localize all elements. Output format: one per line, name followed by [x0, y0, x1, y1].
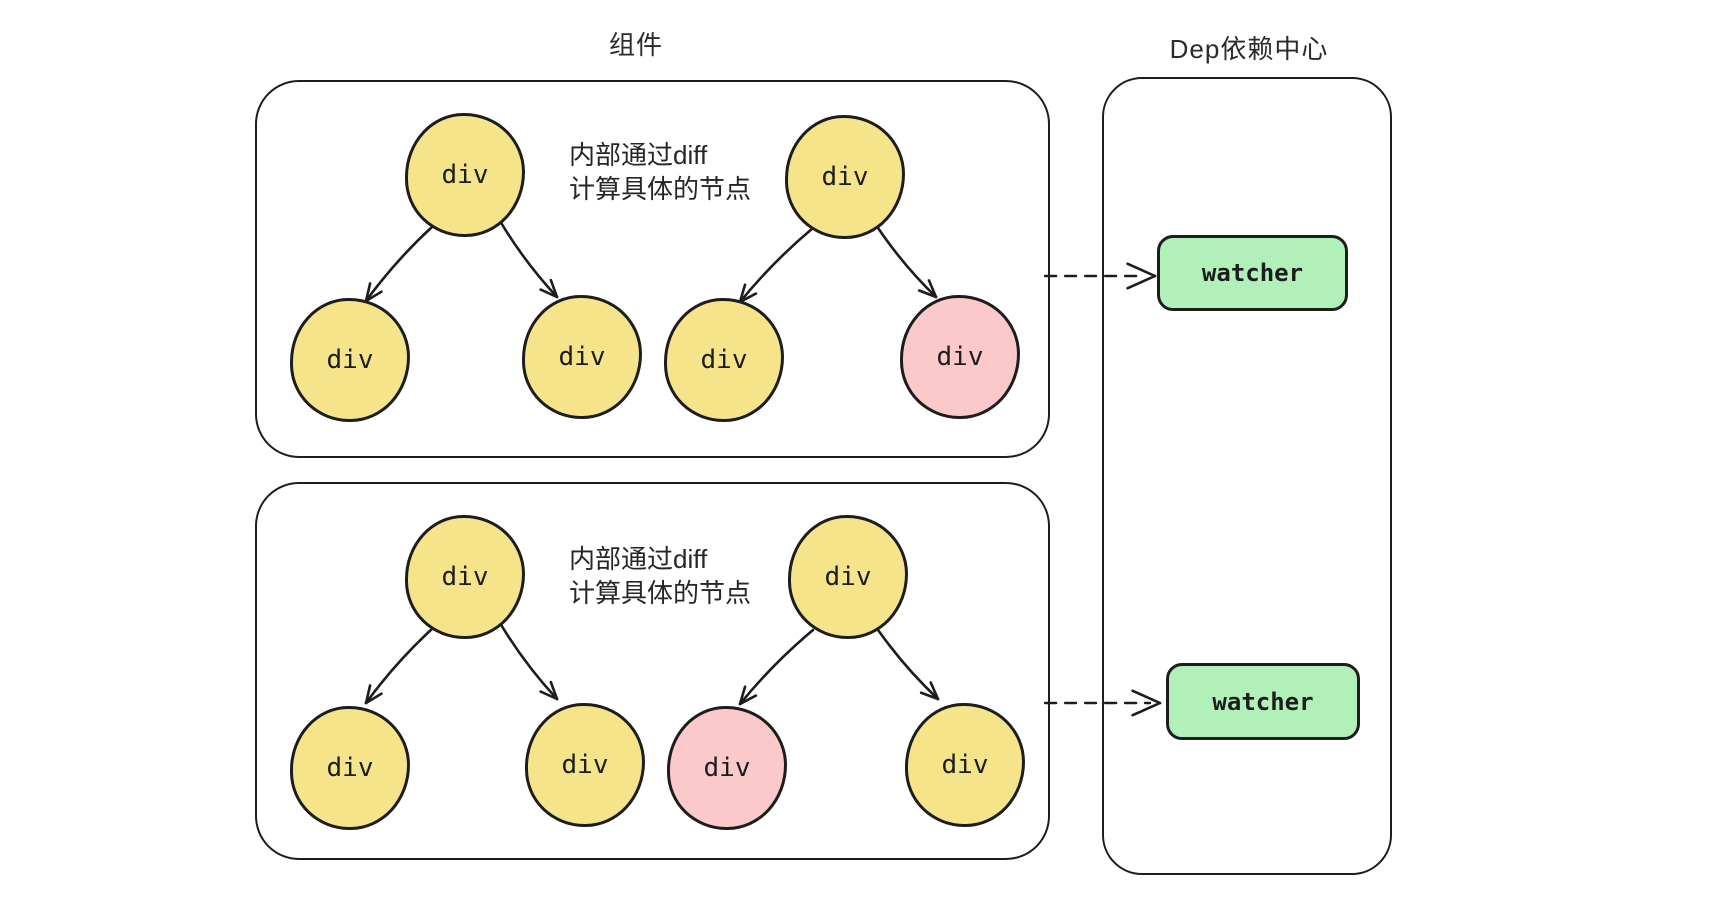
- caption-line: 内部通过diff: [569, 544, 708, 574]
- vdom-node-child: div: [664, 298, 784, 422]
- caption-line: 内部通过diff: [569, 140, 708, 170]
- node-label: div: [326, 753, 374, 783]
- caption-line: 计算具体的节点: [569, 174, 752, 204]
- node-label: div: [561, 750, 609, 780]
- node-label: div: [703, 753, 751, 783]
- vdom-node-child-changed: div: [900, 295, 1020, 419]
- node-label: div: [441, 160, 489, 190]
- diff-caption-2: 内部通过diff 计算具体的节点: [569, 542, 751, 610]
- node-label: div: [941, 750, 989, 780]
- watcher-box-1: watcher: [1157, 235, 1348, 311]
- vdom-node-root-right: div: [785, 115, 905, 239]
- vdom-node-child: div: [290, 706, 410, 830]
- vdom-node-root-left: div: [405, 113, 525, 237]
- node-label: div: [821, 162, 869, 192]
- node-label: div: [936, 342, 984, 372]
- node-label: div: [326, 345, 374, 375]
- vdom-node-child: div: [525, 703, 645, 827]
- node-label: div: [441, 562, 489, 592]
- components-title: 组件: [608, 30, 663, 60]
- vdom-node-child: div: [905, 703, 1025, 827]
- node-label: div: [558, 342, 606, 372]
- vdom-node-root-left: div: [405, 515, 525, 639]
- vdom-node-child-changed: div: [667, 706, 787, 830]
- caption-line: 计算具体的节点: [569, 578, 752, 608]
- vdom-node-child: div: [522, 295, 642, 419]
- vdom-node-child: div: [290, 298, 410, 422]
- watcher-label: watcher: [1212, 687, 1314, 716]
- dep-center-title: Dep依赖中心: [1169, 34, 1329, 64]
- watcher-box-2: watcher: [1166, 663, 1360, 740]
- diff-caption-1: 内部通过diff 计算具体的节点: [569, 138, 751, 206]
- watcher-label: watcher: [1201, 259, 1304, 287]
- node-label: div: [700, 345, 748, 375]
- vdom-node-root-right: div: [788, 515, 908, 639]
- dep-center-box: [1102, 77, 1392, 875]
- node-label: div: [824, 562, 872, 592]
